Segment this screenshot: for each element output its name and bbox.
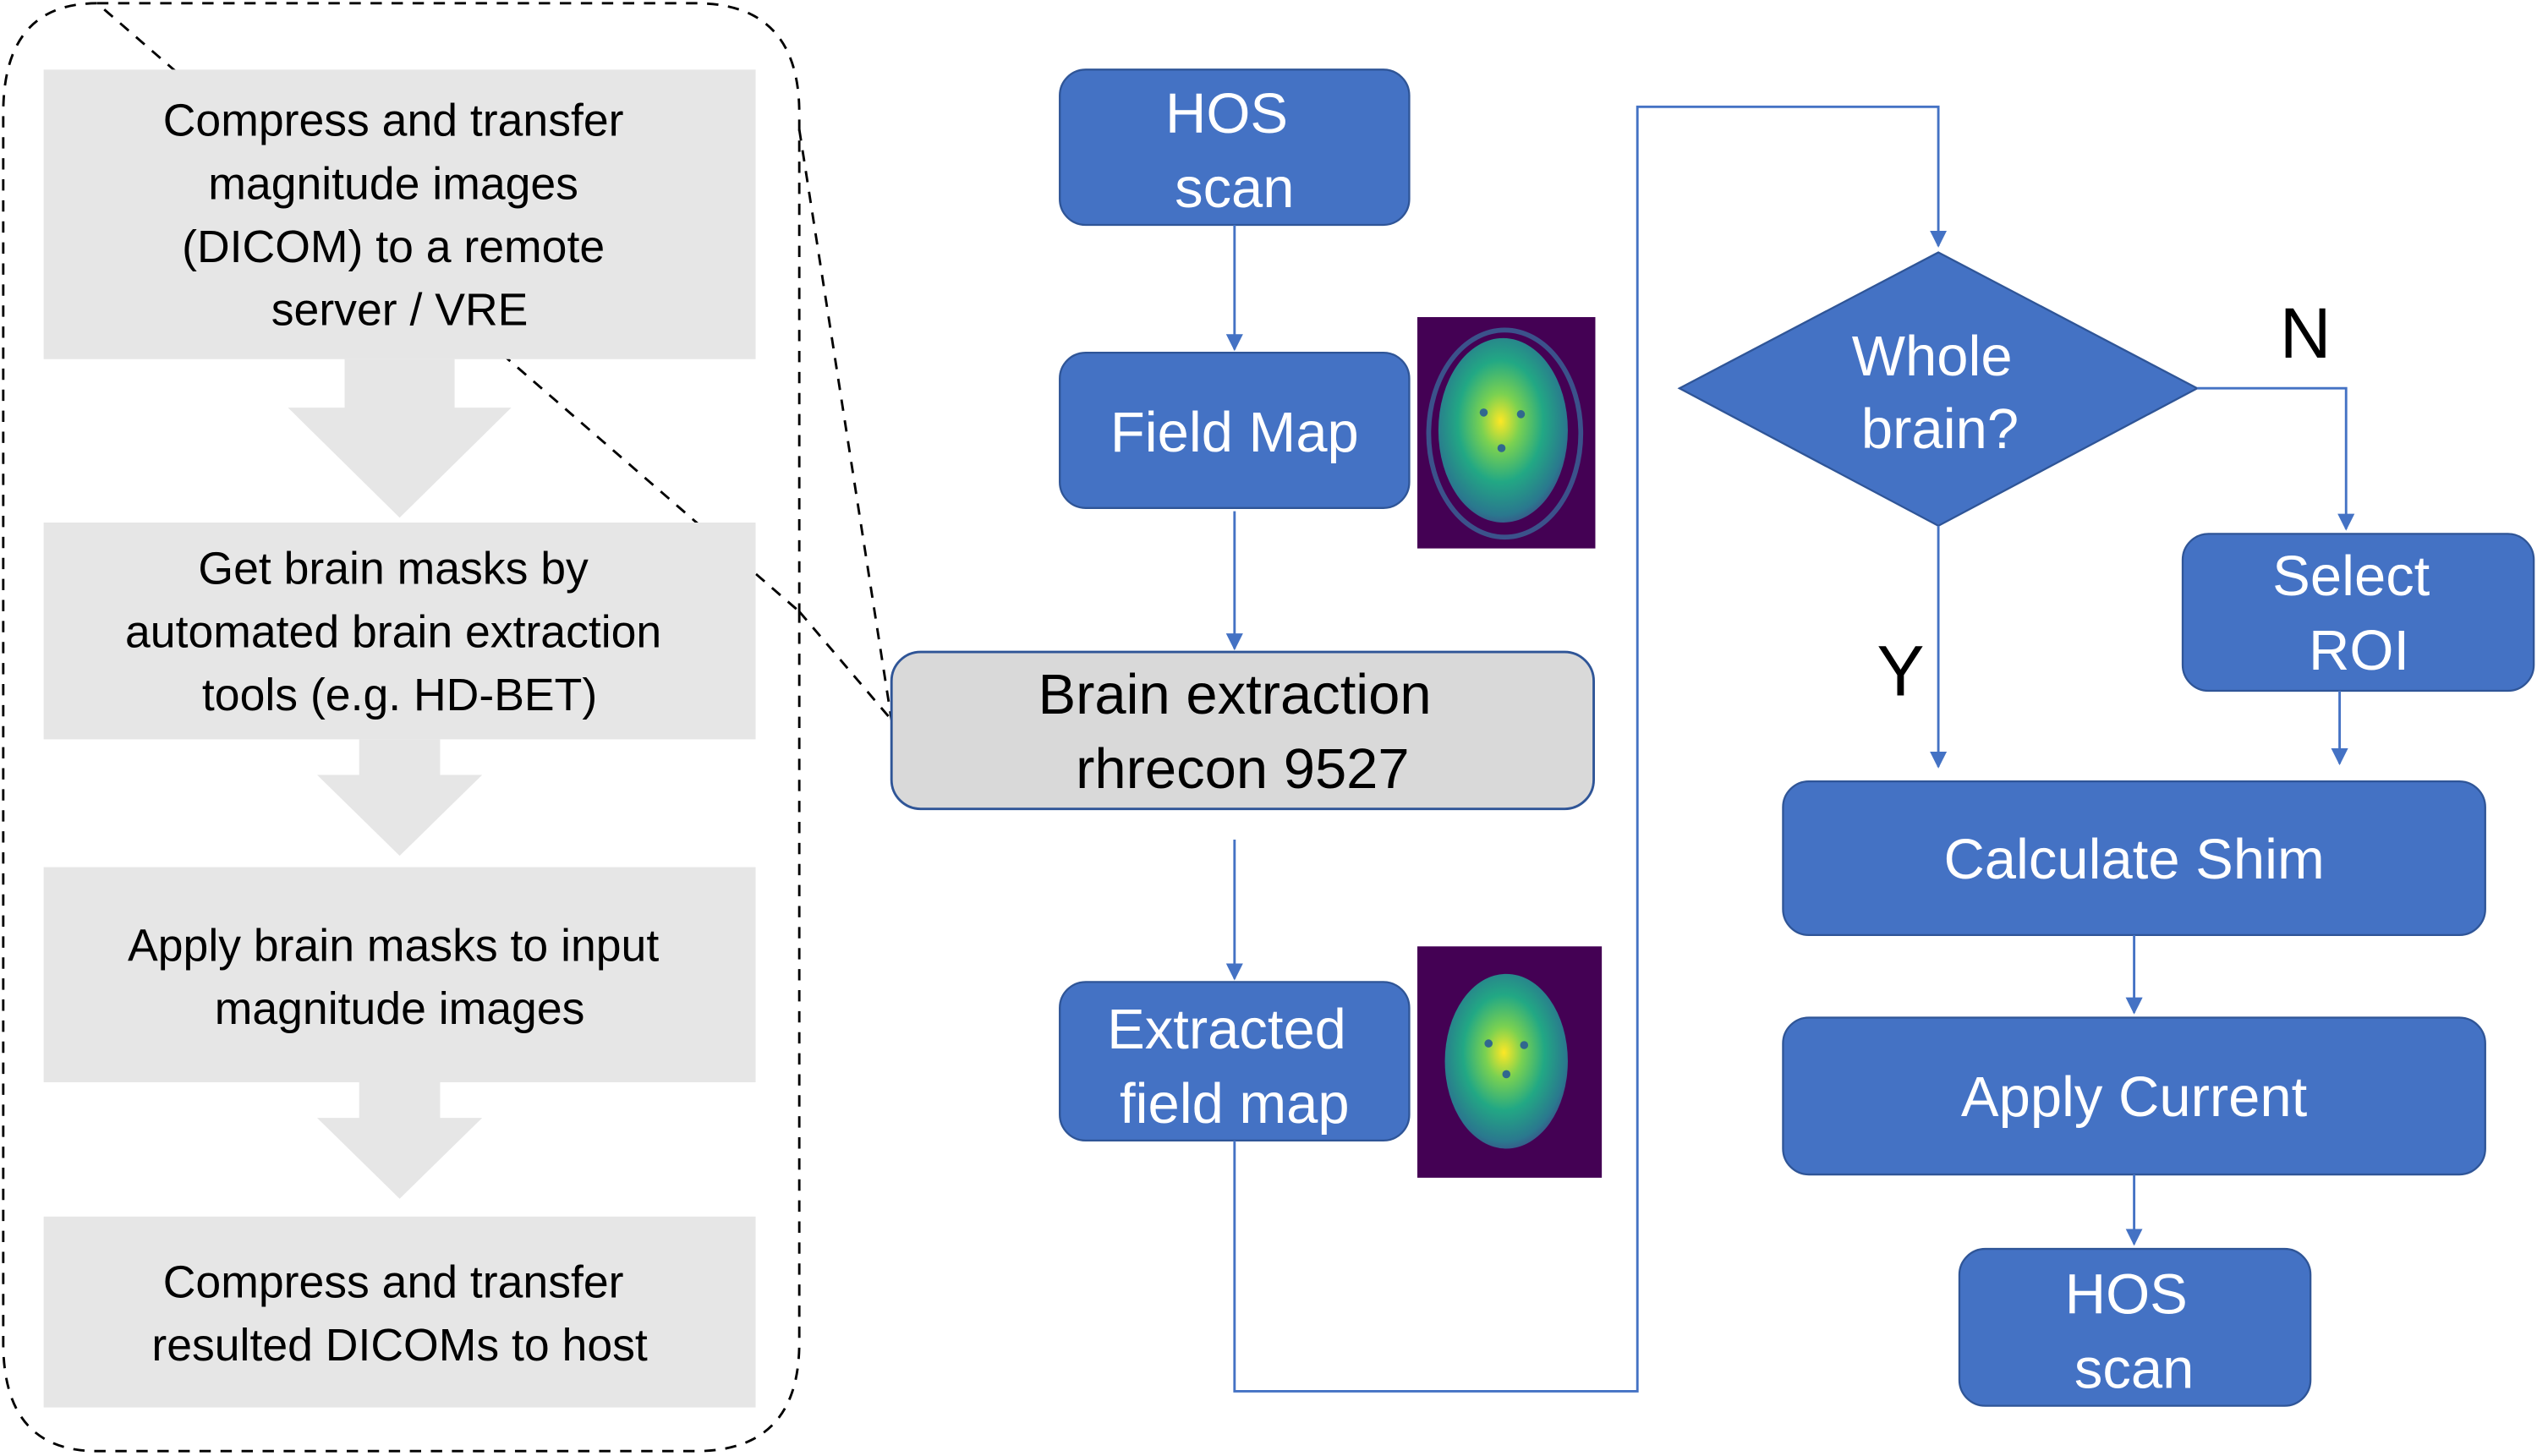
left-step-1-text: Compress and transfer magnitude images (… <box>163 96 637 336</box>
left-step-3: Apply brain masks to input magnitude ima… <box>43 867 756 1083</box>
extracted-field-map-text: Extracted field map <box>1107 998 1362 1136</box>
dashed-outline-panel <box>2 2 801 1453</box>
hos-scan-end-text: HOS scan <box>2065 1263 2204 1401</box>
left-step-2: Get brain masks by automated brain extra… <box>43 523 756 740</box>
label-no: N <box>2280 293 2332 373</box>
whole-brain-decision: Whole brain? <box>1677 251 2200 528</box>
block-arrow-2 <box>317 739 483 857</box>
apply-current-text: Apply Current <box>1961 1065 2308 1129</box>
block-arrow-1 <box>288 359 512 518</box>
apply-current-box: Apply Current <box>1782 1016 2486 1176</box>
field-map-text: Field Map <box>1110 401 1359 464</box>
left-step-4: Compress and transfer resulted DICOMs to… <box>43 1216 756 1408</box>
select-roi-text: Select ROI <box>2272 545 2446 682</box>
connector-extracted-to-decision <box>1233 105 1948 1393</box>
select-roi-box: Select ROI <box>2181 533 2535 692</box>
calculate-shim-box: Calculate Shim <box>1782 780 2486 937</box>
left-step-2-text: Get brain masks by automated brain extra… <box>125 545 674 720</box>
calculate-shim-text: Calculate Shim <box>1943 828 2324 891</box>
brain-field-map-image <box>1417 317 1596 549</box>
hos-scan-start-box: HOS scan <box>1059 68 1411 227</box>
brain-extraction-box: Brain extraction rhrecon 9527 <box>890 650 1596 811</box>
hos-scan-start-text: HOS scan <box>1165 82 1304 220</box>
whole-brain-decision-text: Whole brain? <box>1852 325 2028 461</box>
extracted-field-map-box: Extracted field map <box>1059 981 1411 1142</box>
brain-extraction-text: Brain extraction rhrecon 9527 <box>1038 663 1447 801</box>
callout-line-upper <box>797 129 893 720</box>
left-step-4-text: Compress and transfer resulted DICOMs to… <box>151 1257 648 1371</box>
extracted-brain-field-map-image <box>1417 946 1603 1178</box>
connector-no-to-select-roi <box>2197 386 2355 531</box>
left-step-3-text: Apply brain masks to input magnitude ima… <box>128 922 671 1035</box>
callout-line-lower <box>798 610 893 721</box>
left-step-1: Compress and transfer magnitude images (… <box>43 69 756 359</box>
field-map-box: Field Map <box>1059 351 1411 509</box>
hos-scan-end-box: HOS scan <box>1958 1247 2312 1407</box>
label-yes: Y <box>1877 632 1924 711</box>
block-arrow-3 <box>317 1082 483 1199</box>
